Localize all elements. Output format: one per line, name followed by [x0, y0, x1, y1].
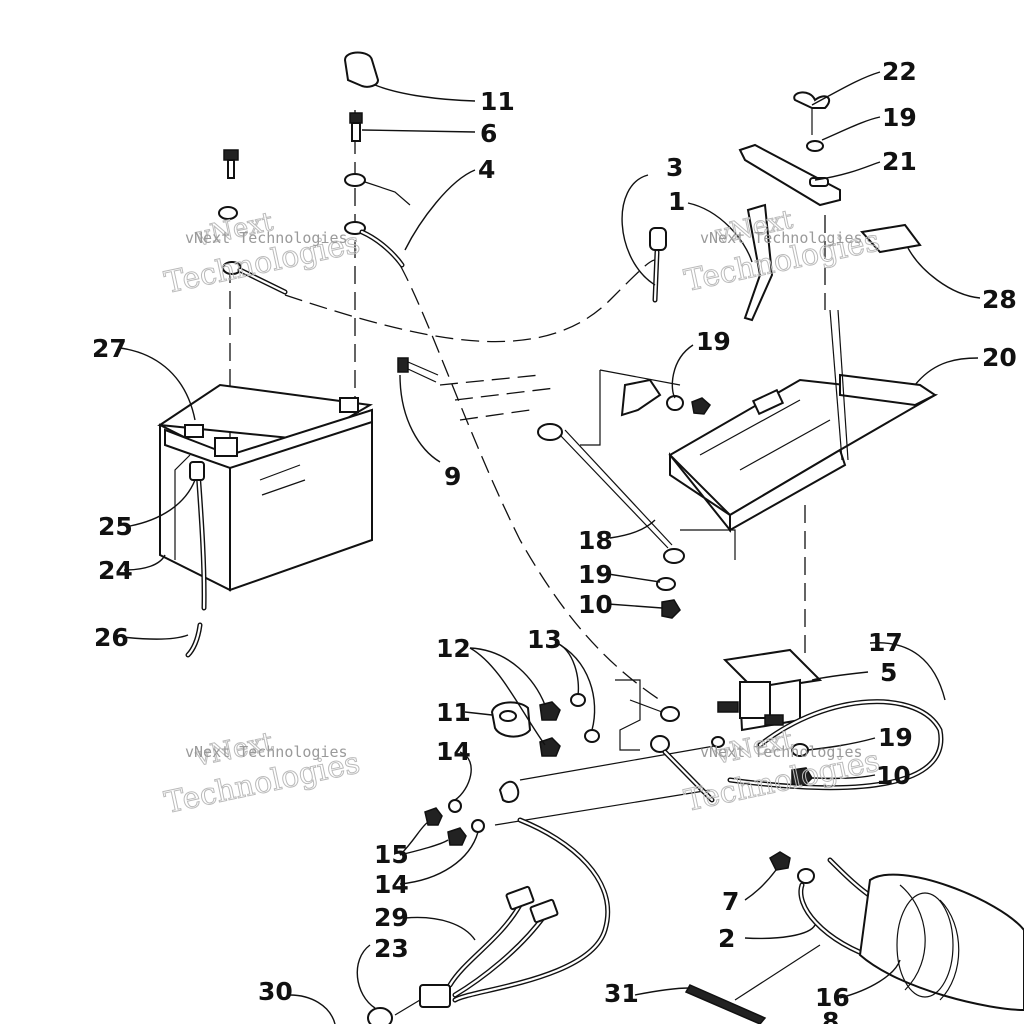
- callout-19-top: 19: [882, 103, 917, 132]
- callout-5: 5: [880, 658, 897, 687]
- watermark-company-top-right: vNext Technologies: [700, 229, 863, 247]
- battery-cables: [218, 51, 667, 303]
- callout-20: 20: [982, 343, 1017, 372]
- callout-14-lower: 14: [374, 870, 409, 899]
- watermark-company-top-left: vNext Technologies: [185, 229, 348, 247]
- watermark-bottom-left: vNext Technologies: [161, 726, 363, 821]
- callout-15: 15: [374, 840, 409, 869]
- callout-24: 24: [98, 556, 133, 585]
- callout-6: 6: [480, 119, 497, 148]
- terminal-hardware: [424, 693, 600, 846]
- callout-11-lower: 11: [436, 698, 471, 727]
- callout-8: 8: [822, 1007, 839, 1024]
- callout-17: 17: [868, 628, 903, 657]
- callout-2: 2: [718, 924, 735, 953]
- watermark-company-bottom-right: vNext Technologies: [700, 743, 863, 761]
- callout-25: 25: [98, 512, 133, 541]
- callout-23: 23: [374, 934, 409, 963]
- callout-31: 31: [604, 979, 639, 1008]
- callout-14-upper: 14: [436, 737, 471, 766]
- callout-30: 30: [258, 977, 293, 1006]
- assembly-lines: [229, 110, 826, 1001]
- callout-22: 22: [882, 57, 917, 86]
- callout-16: 16: [815, 983, 850, 1012]
- callout-labels: 11 6 4 3 1 22 19 21 28 20 19 9 27 25 24 …: [92, 57, 1017, 1024]
- wiring-harness: [367, 780, 767, 1024]
- callout-28: 28: [982, 285, 1017, 314]
- leader-lines: [119, 71, 981, 1024]
- battery-tray: [668, 91, 939, 533]
- callout-4: 4: [478, 155, 495, 184]
- callout-11-top: 11: [480, 87, 515, 116]
- callout-19-upper-mid: 19: [696, 327, 731, 356]
- solenoid: [711, 648, 823, 787]
- callout-12: 12: [436, 634, 471, 663]
- bolt-9: [397, 357, 439, 383]
- ground-bracket: [537, 378, 711, 619]
- watermark-company-bottom-left: vNext Technologies: [185, 743, 348, 761]
- starter-cables: [629, 699, 1024, 1012]
- callout-10-lower: 10: [876, 761, 911, 790]
- callout-26: 26: [94, 623, 129, 652]
- callout-21: 21: [882, 147, 917, 176]
- vent-tube: [185, 461, 207, 658]
- callout-19-mid: 19: [578, 560, 613, 589]
- battery: [157, 383, 374, 592]
- callout-19-lower: 19: [878, 723, 913, 752]
- callout-13: 13: [527, 625, 562, 654]
- callout-1: 1: [668, 187, 685, 216]
- callout-27: 27: [92, 334, 127, 363]
- callout-9: 9: [444, 462, 461, 491]
- callout-3: 3: [666, 153, 683, 182]
- callout-18: 18: [578, 526, 613, 555]
- callout-7: 7: [722, 887, 739, 916]
- callout-10-mid: 10: [578, 590, 613, 619]
- callout-29: 29: [374, 903, 409, 932]
